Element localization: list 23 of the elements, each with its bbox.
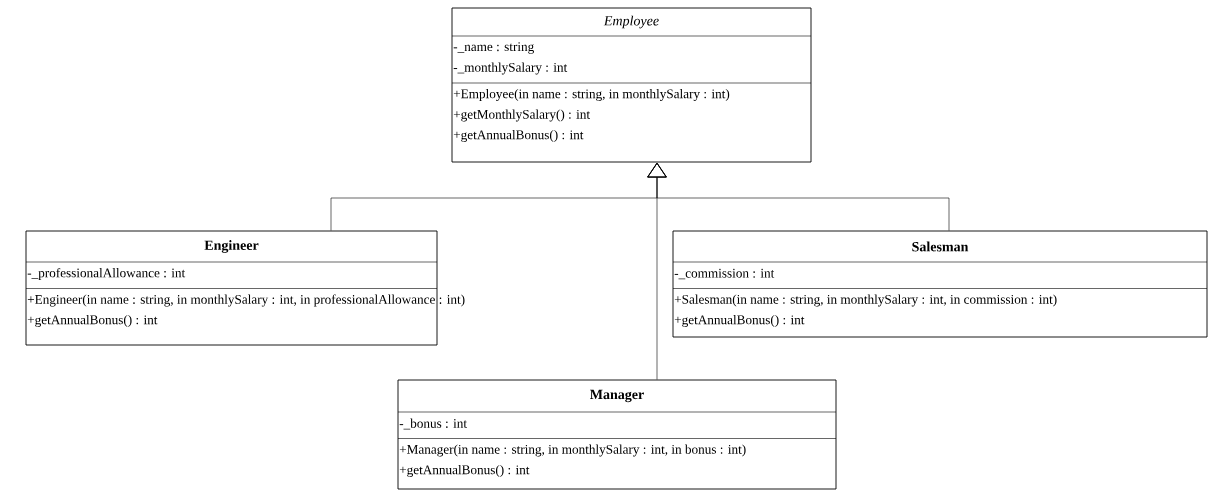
method-text: +getMonthlySalary() : int	[453, 109, 590, 122]
method-text: +getAnnualBonus() : int	[674, 315, 805, 327]
method-text: +Employee(in name : string, in monthlySalary : int)	[453, 89, 730, 101]
method-text: +getAnnualBonus() : int	[453, 130, 584, 142]
attribute-text: -_name : string	[453, 42, 534, 54]
method-text: +Engineer(in name : string, in monthlySalary : int, in professionalAllowance : int)	[27, 294, 465, 307]
attribute-text: -_monthlySalary : int	[453, 62, 568, 75]
class-name: Salesman	[912, 241, 969, 252]
generalization-arrow	[647, 162, 667, 380]
method-text: +getAnnualBonus() : int	[399, 465, 530, 477]
class-box	[672, 230, 1208, 338]
class-box	[397, 379, 837, 490]
attribute-text: -_commission : int	[674, 268, 775, 280]
attribute-text: -_bonus : int	[399, 418, 467, 430]
class-box	[25, 230, 465, 346]
attribute-text: -_professionalAllowance : int	[27, 267, 186, 281]
class-name: Manager	[590, 389, 644, 403]
method-text: +Manager(in name : string, in monthlySalary : int, in bonus : int)	[399, 444, 746, 457]
class-box	[451, 7, 812, 163]
method-text: +Salesman(in name : string, in monthlySalary : int, in commission : int)	[674, 294, 1057, 307]
method-text: +getAnnualBonus() : int	[27, 315, 158, 327]
class-name: Employee	[603, 15, 659, 29]
class-name: Engineer	[204, 240, 259, 253]
